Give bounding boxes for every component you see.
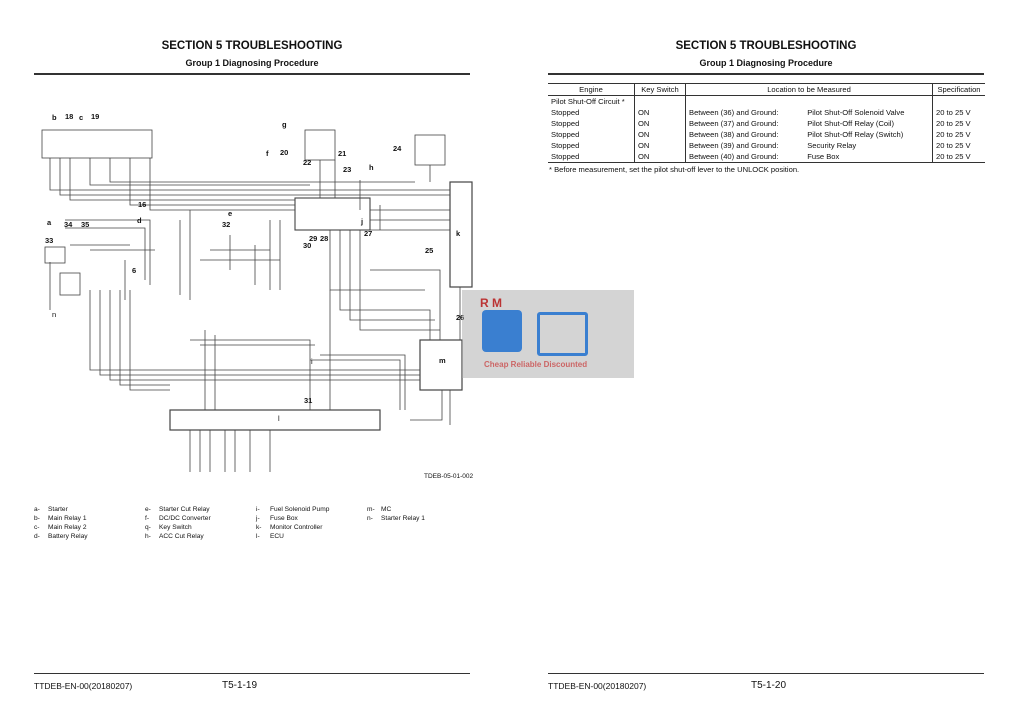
callout-33: 33: [45, 236, 54, 245]
callout-h: h: [369, 163, 374, 172]
measurement-table: Engine Key Switch Location to be Measure…: [548, 83, 985, 163]
callout-i: i: [311, 357, 313, 366]
header-engine: Engine: [548, 83, 635, 96]
callout-16: 16: [138, 200, 147, 209]
watermark-tagline: Cheap Reliable Discounted: [484, 360, 588, 369]
table-note: * Before measurement, set the pilot shut…: [549, 165, 800, 174]
watermark: R M Cheap Reliable Discounted: [462, 290, 634, 378]
right-section-title: SECTION 5 TROUBLESHOOTING: [675, 40, 857, 52]
callout-6: 6: [132, 266, 137, 275]
legend-col-3: i-Fuel Solenoid Pump j-Fuse Box k-Monito…: [256, 506, 330, 540]
callout-22: 22: [303, 158, 312, 167]
callout-e: e: [228, 209, 233, 218]
callout-d: d: [137, 216, 142, 225]
callout-f: f: [266, 149, 269, 158]
callout-25: 25: [425, 246, 434, 255]
watermark-logo: R M: [480, 296, 502, 310]
legend-col-2: e-Starter Cut Relay f-DC/DC Converter q-…: [145, 506, 211, 540]
right-header-rule: [548, 73, 984, 75]
right-footer-rule: [548, 673, 984, 674]
callout-20: 20: [280, 148, 289, 157]
callout-23: 23: [343, 165, 352, 174]
callout-21: 21: [338, 149, 347, 158]
right-group-title: Group 1 Diagnosing Procedure: [699, 58, 833, 68]
header-location: Location to be Measured: [685, 83, 933, 96]
callout-19: 19: [91, 112, 100, 121]
left-footer-rule: [34, 673, 470, 674]
legend-col-1: a-Starter b-Main Relay 1 c-Main Relay 2 …: [34, 506, 88, 540]
left-header-rule: [34, 73, 470, 75]
figure-id: TDEB-05-01-002: [424, 473, 474, 480]
callout-c: c: [79, 113, 84, 122]
watermark-document-icon: [537, 312, 588, 356]
callout-n: n: [52, 310, 57, 319]
left-page-number: T5-1-19: [222, 680, 258, 691]
callout-b: b: [52, 113, 57, 122]
header-key-switch: Key Switch: [634, 83, 686, 96]
callout-34: 34: [64, 220, 73, 229]
left-section-title: SECTION 5 TROUBLESHOOTING: [161, 40, 343, 52]
callout-j: j: [361, 217, 364, 226]
callout-m: m: [439, 356, 446, 365]
left-footer-code: TTDEB-EN-00(20180207): [34, 681, 133, 691]
callout-29: 29: [309, 234, 318, 243]
right-footer-code: TTDEB-EN-00(20180207): [548, 681, 647, 691]
callout-a: a: [47, 218, 52, 227]
callout-k: k: [456, 229, 461, 238]
callout-18: 18: [65, 112, 74, 121]
callout-35: 35: [81, 220, 90, 229]
callout-28: 28: [320, 234, 329, 243]
wiring-diagram: [41, 129, 473, 472]
watermark-emblem-icon: [482, 310, 522, 352]
callout-30: 30: [303, 241, 312, 250]
callout-31: 31: [304, 396, 313, 405]
header-specification: Specification: [932, 83, 985, 96]
callout-26: 26: [456, 313, 465, 322]
callout-27: 27: [364, 229, 373, 238]
callout-24: 24: [393, 144, 402, 153]
right-page-number: T5-1-20: [751, 680, 787, 691]
legend-col-4: m-MC n-Starter Relay 1: [367, 506, 425, 522]
callout-g: g: [282, 120, 287, 129]
callout-l: l: [278, 414, 280, 423]
left-group-title: Group 1 Diagnosing Procedure: [185, 58, 319, 68]
table-group-row: Pilot Shut-Off Circuit *: [548, 95, 985, 107]
callout-32: 32: [222, 220, 231, 229]
